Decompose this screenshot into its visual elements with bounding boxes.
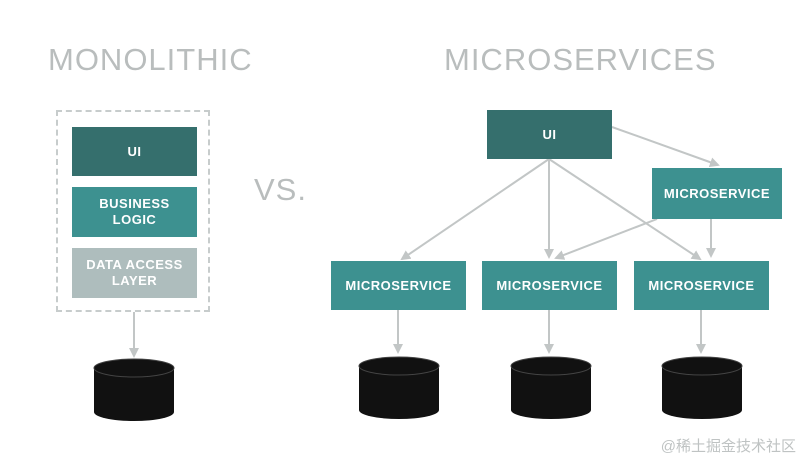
microservices-title: MICROSERVICES: [444, 42, 717, 77]
monolith-boundary: [56, 110, 210, 312]
watermark: @稀土掘金技术社区: [660, 438, 796, 455]
microservice-box-3: MICROSERVICE: [634, 261, 769, 310]
microservice-box-2: MICROSERVICE: [482, 261, 617, 310]
monolithic-title: MONOLITHIC: [48, 42, 253, 77]
database-icon-service-3: [661, 356, 743, 419]
monolith-data-access-label: DATA ACCESS LAYER: [86, 257, 183, 288]
arrow-top-service-to-service-2: [554, 218, 658, 260]
monolith-business-logic-label: BUSINESS LOGIC: [99, 196, 170, 227]
microservice-label-1: MICROSERVICE: [345, 277, 452, 293]
microservice-label-3: MICROSERVICE: [648, 277, 755, 293]
microservice-label-2: MICROSERVICE: [496, 277, 603, 293]
micro-ui-box: UI: [487, 110, 612, 159]
top-microservice-label: MICROSERVICE: [663, 185, 771, 201]
monolith-ui-layer: UI: [72, 127, 197, 176]
arrow-ui-to-service-3: [548, 158, 702, 261]
arrow-ui-to-top-service: [611, 126, 720, 168]
database-icon-service-2: [510, 356, 592, 419]
micro-ui-label: UI: [542, 126, 557, 142]
arrow-ui-to-service-1: [400, 158, 550, 261]
database-icon-service-1: [358, 356, 440, 419]
vs-label: VS.: [254, 172, 307, 207]
database-icon-monolith: [93, 358, 175, 421]
top-microservice-box: MICROSERVICE: [652, 168, 782, 219]
monolith-business-logic-layer: BUSINESS LOGIC: [72, 187, 197, 237]
monolith-data-access-layer: DATA ACCESS LAYER: [72, 248, 197, 298]
microservice-box-1: MICROSERVICE: [331, 261, 466, 310]
monolith-ui-label: UI: [127, 143, 142, 159]
